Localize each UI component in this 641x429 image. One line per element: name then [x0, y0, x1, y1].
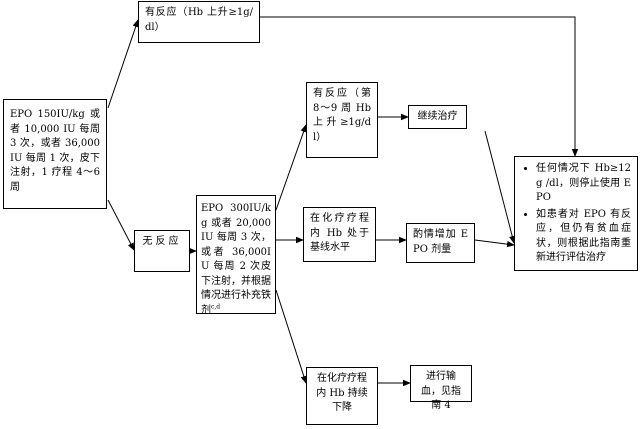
hb-baseline-box: 在化疗疗程内 Hb 处于基线水平 — [303, 207, 376, 262]
response-second-text: 有反应（第 8～9 周 Hb 上升≥1g/dl） — [313, 88, 371, 143]
arrow-start-to-noresponse — [107, 199, 135, 251]
no-response-text: 无反应 — [142, 236, 182, 247]
arrow-epo2-to-response2 — [275, 124, 307, 211]
response-first-text: 有反应（Hb 上升≥1g/dl） — [145, 7, 253, 33]
final-guidance-list: 任何情况下 Hb≥12g /dl，则停止使用 EPO 如患者对 EPO 有反应，… — [521, 162, 631, 266]
adjust-dose-box: 酌情增加 EPO 剂量 — [406, 223, 475, 263]
continue-treatment-box: 继续治疗 — [408, 105, 467, 129]
final-guidance-box: 任何情况下 Hb≥12g /dl，则停止使用 EPO 如患者对 EPO 有反应，… — [514, 156, 638, 271]
epo-second-dose-box: EPO 300IU/kg 或者 20,000 IU 每周 3 次，或者 36,0… — [196, 195, 276, 316]
hb-decline-box: 在化疗疗程内 Hb 持续下降 — [306, 367, 378, 425]
arrow-epo2-to-decline — [275, 289, 307, 384]
final-guidance-item-reassess: 如患者对 EPO 有反应，但仍有贫血症状，则根据此指南重新进行评估治疗 — [536, 208, 631, 266]
start-epo-dose-box: EPO 150IU/kg 或者 10,000 IU 每周 3 次，或者 36,0… — [3, 99, 107, 209]
continue-treatment-text: 继续治疗 — [417, 111, 458, 122]
adjust-dose-text: 酌情增加 EPO 剂量 — [413, 229, 468, 255]
epo-second-dose-text: EPO 300IU/kg 或者 20,000 IU 每周 3 次，或者 36,0… — [201, 203, 271, 316]
arrow-start-to-response — [107, 19, 139, 109]
no-response-box: 无反应 — [134, 230, 190, 272]
epo-second-footnote: c,d — [211, 303, 221, 311]
final-guidance-item-stop: 任何情况下 Hb≥12g /dl，则停止使用 EPO — [536, 162, 631, 206]
transfusion-text: 进行输血，见指南 4 — [421, 371, 461, 411]
hb-baseline-text: 在化疗疗程内 Hb 处于基线水平 — [310, 213, 369, 253]
arrow-adjust-to-final — [474, 239, 515, 248]
response-first-box: 有反应（Hb 上升≥1g/dl） — [138, 1, 260, 43]
epo-second-dose-content: EPO 300IU/kg 或者 20,000 IU 每周 3 次，或者 36,0… — [201, 202, 271, 318]
response-second-box: 有反应（第 8～9 周 Hb 上升≥1g/dl） — [306, 82, 378, 158]
transfusion-box: 进行输血，见指南 4 — [410, 365, 472, 411]
hb-decline-text: 在化疗疗程内 Hb 持续下降 — [316, 373, 368, 413]
start-epo-dose-text: EPO 150IU/kg 或者 10,000 IU 每周 3 次，或者 36,0… — [10, 109, 100, 193]
arrow-continue-to-final — [484, 130, 516, 244]
